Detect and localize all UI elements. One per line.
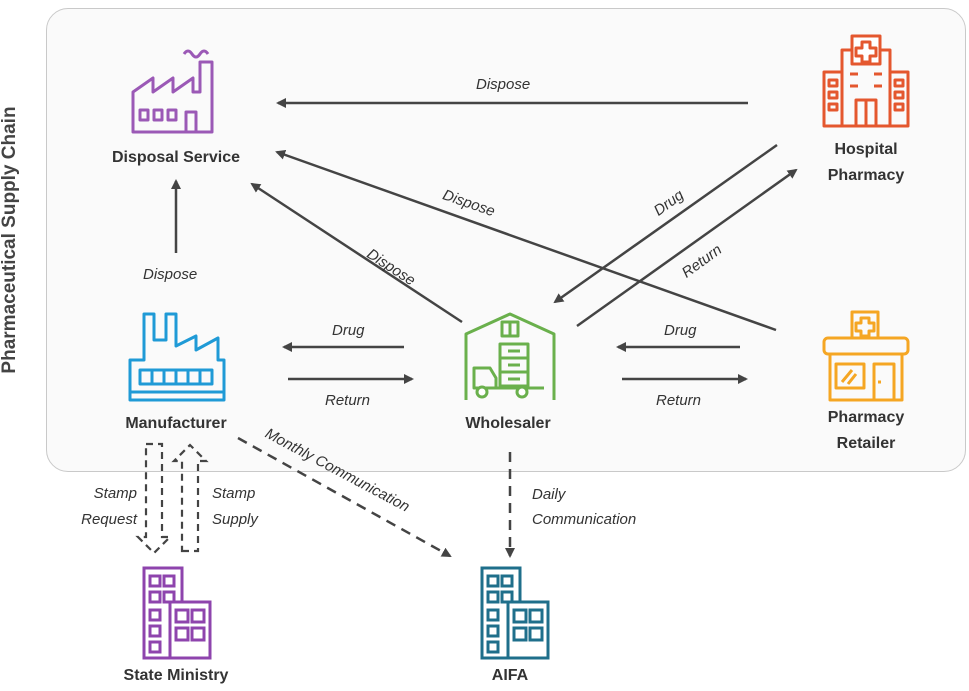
factory-icon (128, 312, 226, 402)
edge-label-retailer-return: Return (656, 392, 702, 409)
edge-wholesaler-to-hospital (576, 168, 798, 328)
edge-label-stamp-request-line1: Stamp (93, 485, 137, 502)
hospital-pharmacy-label-line2: Pharmacy (827, 167, 905, 184)
edge-manufacturer-to-aifa (237, 436, 452, 558)
state-ministry-label: State Ministry (123, 667, 229, 684)
building-icon (480, 566, 550, 660)
manufacturer-label: Manufacturer (125, 415, 227, 432)
edge-label-hospital-dispose: Dispose (476, 76, 531, 93)
building-icon (142, 566, 212, 660)
aifa-label: AIFA (491, 667, 529, 684)
pharmacy-retailer-label-line1: Pharmacy (827, 409, 905, 426)
edge-stamp-request (135, 442, 173, 555)
factory-icon (131, 49, 214, 134)
pharmacy-store-icon (822, 310, 910, 402)
hospital-icon (822, 34, 910, 128)
edge-label-retailer-drug: Drug (664, 322, 697, 339)
edge-retailer-to-disposal (275, 149, 777, 332)
edge-hospital-to-wholesaler (553, 143, 778, 304)
edge-label-manufacturer-drug: Drug (332, 322, 365, 339)
disposal-service-label: Disposal Service (111, 149, 241, 166)
edge-wholesaler-to-disposal (250, 182, 463, 324)
warehouse-truck-icon (464, 312, 556, 400)
wholesaler-label: Wholesaler (465, 415, 551, 432)
edge-label-daily-line2: Communication (532, 511, 637, 528)
edge-label-manufacturer-return: Return (325, 392, 371, 409)
edge-label-daily-line1: Daily (532, 486, 566, 503)
edge-label-stamp-supply-line1: Stamp (212, 485, 256, 502)
pharmacy-retailer-label-line2: Retailer (836, 435, 896, 452)
hospital-pharmacy-label-line1: Hospital (834, 141, 898, 158)
edge-label-stamp-supply-line2: Supply (212, 511, 258, 528)
edge-stamp-supply (171, 443, 209, 553)
edge-label-stamp-request-line2: Request (81, 511, 137, 528)
edge-label-manufacturer-dispose: Dispose (143, 266, 198, 283)
